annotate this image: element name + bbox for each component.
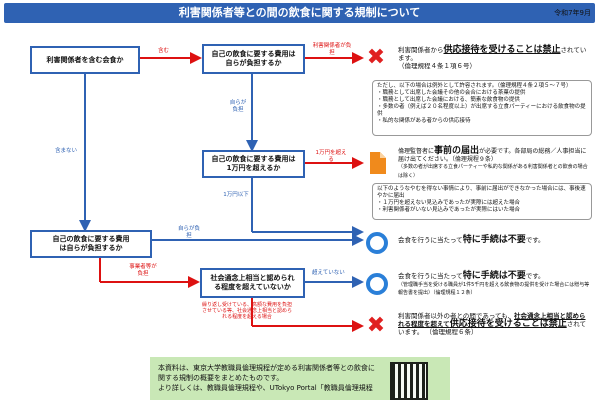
exceptions-note: ただし、以下の場合は例外として許容されます。（倫理規程４条２項５～７号） ・職務… bbox=[372, 80, 592, 136]
circle-ok-icon bbox=[366, 273, 388, 295]
label-over-10k: 1万円を超える bbox=[315, 150, 347, 163]
label-self-pays-1: 自らが負担 bbox=[229, 100, 247, 113]
decision-includes-stakeholder: 利害関係者を含む会食か bbox=[30, 46, 140, 74]
label-excessive-note: 繰り返し受けている、高額な費用を負担させている等、社会通念上相当と認められる程度… bbox=[202, 302, 293, 320]
result-prohibited-2: 利害関係者以外の者との間であっても、社会通念上相当と認められる程度を超えて供応接… bbox=[398, 312, 587, 336]
result-prior-notice: 倫理監督者に事前の届出が必要です。各部局の総務／人事担当に届け出てください。（倫… bbox=[398, 146, 588, 179]
circle-ok-icon bbox=[366, 232, 388, 254]
after-notice-note: 以下のようなやむを得ない事情により、事前に届出ができなかった場合には、事後速やか… bbox=[372, 183, 592, 220]
decision-cost-self-pay-1: 自己の飲食に要する費用は自らが負担するか bbox=[202, 44, 305, 74]
label-not-included: 含まない bbox=[55, 148, 78, 154]
label-self-pays-2: 自らが負担 bbox=[178, 226, 201, 239]
result-no-procedure-1: 会食を行うに当たって特に手続は不要です。 bbox=[398, 235, 545, 245]
label-includes: 含む bbox=[158, 48, 170, 54]
result-no-procedure-2: 会食を行うに当たって特に手続は不要です。 （管理職手当を受ける職員が1件5千円を… bbox=[398, 271, 590, 297]
x-mark-icon: ✖ bbox=[366, 313, 386, 338]
page-title: 利害関係者等との間の飲食に関する規制について bbox=[4, 3, 595, 23]
label-stakeholder-pays: 利害関係者が負担 bbox=[312, 43, 352, 56]
label-business-pays: 事業者等が負担 bbox=[129, 264, 157, 277]
x-mark-icon: ✖ bbox=[366, 45, 386, 70]
label-under-10k: 1万円以下 bbox=[223, 192, 249, 198]
result-prohibited-1: 利害関係者から供応接待を受けることは禁止されています。 （倫理規程４条１項６号） bbox=[398, 45, 587, 71]
date-label: 令和7年9月 bbox=[554, 9, 591, 17]
decision-cost-self-pay-2: 自己の飲食に要する費用は自らが負担するか bbox=[30, 230, 152, 258]
qr-code-icon[interactable] bbox=[390, 362, 428, 400]
decision-social-norm: 社会通念上相当と認められる程度を超えていないか bbox=[200, 268, 305, 298]
label-not-exceed: 超えていない bbox=[312, 270, 345, 276]
